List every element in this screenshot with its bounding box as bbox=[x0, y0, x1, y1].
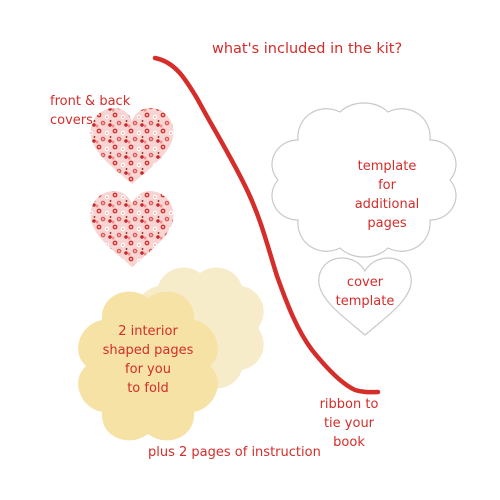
kit-title: what's included in the kit? bbox=[212, 41, 403, 57]
interior-pages-label-line: 2 interior bbox=[118, 324, 178, 339]
cover-template-label-line: cover bbox=[346, 275, 384, 290]
additional-pages-template bbox=[271, 102, 457, 258]
ribbon-label-line: tie your book bbox=[323, 416, 375, 450]
ribbon-label: ribbon to tie your book bbox=[308, 395, 390, 452]
back-cover-heart bbox=[90, 191, 174, 267]
interior-pages-label: 2 interior shaped pages for you to fold bbox=[100, 322, 196, 398]
cover-template-heart bbox=[318, 257, 412, 336]
interior-pages-label-line: shaped pages bbox=[102, 343, 194, 358]
cover-template-label-line: template bbox=[335, 294, 395, 309]
cover-template-label: cover template bbox=[334, 273, 396, 311]
front-cover-heart bbox=[90, 108, 174, 184]
additional-pages-label-line: pages bbox=[367, 216, 407, 231]
interior-pages-label-line: for you bbox=[125, 362, 171, 377]
additional-pages-label: template for additional pages bbox=[348, 157, 426, 233]
interior-pages-label-line: to fold bbox=[127, 381, 169, 396]
additional-pages-label-line: additional bbox=[354, 197, 420, 212]
ribbon-label-line: ribbon to bbox=[319, 397, 379, 412]
ribbon bbox=[152, 55, 381, 395]
interior-page-front bbox=[78, 291, 218, 441]
instructions-note: plus 2 pages of instruction bbox=[148, 445, 321, 460]
covers-label-line: front & back bbox=[50, 94, 131, 109]
covers-label-line: covers bbox=[50, 113, 93, 128]
additional-pages-label-line: template for bbox=[357, 159, 417, 193]
covers-label: front & back covers bbox=[50, 92, 130, 130]
